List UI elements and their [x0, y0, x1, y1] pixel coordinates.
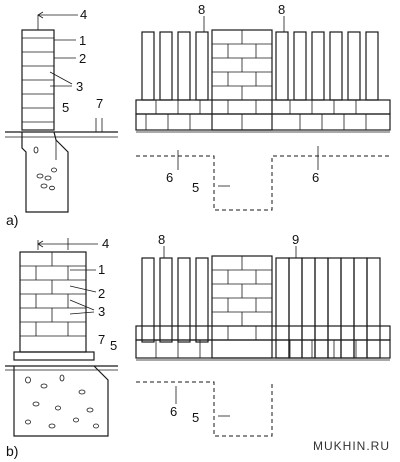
label-a-2: 2 [79, 51, 86, 66]
label-b-4: 4 [102, 236, 109, 251]
label-a-6-right: 6 [312, 170, 319, 185]
label-b-5-elev: 5 [192, 410, 199, 425]
label-b-6: 6 [170, 404, 177, 419]
label-b-9: 9 [292, 232, 299, 247]
caption-a: a) [6, 212, 18, 228]
label-a-5-elev: 5 [192, 180, 199, 195]
label-b-3: 3 [98, 304, 105, 319]
label-a-3: 3 [76, 79, 83, 94]
label-b-8: 8 [158, 232, 165, 247]
label-a-4: 4 [80, 7, 87, 22]
section-a-elevation: 8 8 6 5 6 [135, 2, 391, 211]
section-a-pier-section: 4 1 2 3 5 7 a) [5, 7, 118, 228]
section-b-pier-section: 4 1 2 3 7 5 b) [5, 236, 118, 459]
label-a-7: 7 [96, 96, 103, 111]
label-b-5: 5 [110, 338, 117, 353]
watermark: MUKHIN.RU [313, 439, 390, 453]
label-b-2: 2 [98, 286, 105, 301]
label-a-1: 1 [79, 33, 86, 48]
label-a-6-left: 6 [166, 170, 173, 185]
label-a-5: 5 [62, 100, 69, 115]
label-a-8-right: 8 [278, 2, 285, 17]
label-a-8-left: 8 [198, 2, 205, 17]
label-b-7: 7 [98, 332, 105, 347]
label-b-1: 1 [98, 262, 105, 277]
section-b-elevation: 8 9 6 5 [135, 232, 391, 437]
caption-b: b) [6, 443, 18, 459]
